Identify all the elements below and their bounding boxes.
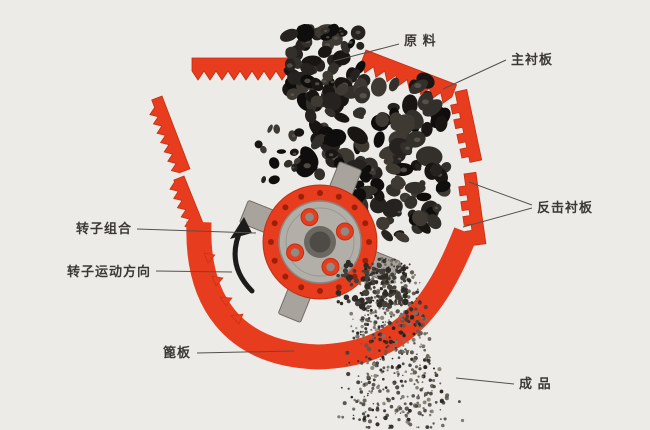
arrow-curve [232,226,255,294]
label-rotor-assembly: 转子组合 [76,221,132,236]
label-impact-liner: 反击衬板 [537,200,593,215]
leader-main-liner [442,59,507,90]
crusher-housing [149,49,487,370]
rotor-assembly-graphic [239,161,401,323]
leader-raw-material [333,43,400,62]
leader-impact-liner-upper [468,181,533,206]
label-finished-product: 成 品 [519,376,552,391]
leader-rotor-assembly [136,228,257,234]
leader-rotor-direction [155,270,233,273]
arrow-head [230,217,252,239]
leader-finished-product [455,377,515,385]
finished-product-spray [335,256,465,430]
leader-grate-plate [196,350,295,354]
label-raw-material: 原 料 [404,33,437,48]
label-rotor-direction: 转子运动方向 [67,264,151,279]
rotation-direction-arrow [230,217,255,294]
labels-layer: 原 料 主衬板 反击衬板 转子组合 转子运动方向 篦板 成 品 [67,33,593,391]
leader-impact-liner-lower [462,207,533,228]
label-main-liner: 主衬板 [511,52,553,67]
label-grate-plate: 篦板 [163,345,191,360]
